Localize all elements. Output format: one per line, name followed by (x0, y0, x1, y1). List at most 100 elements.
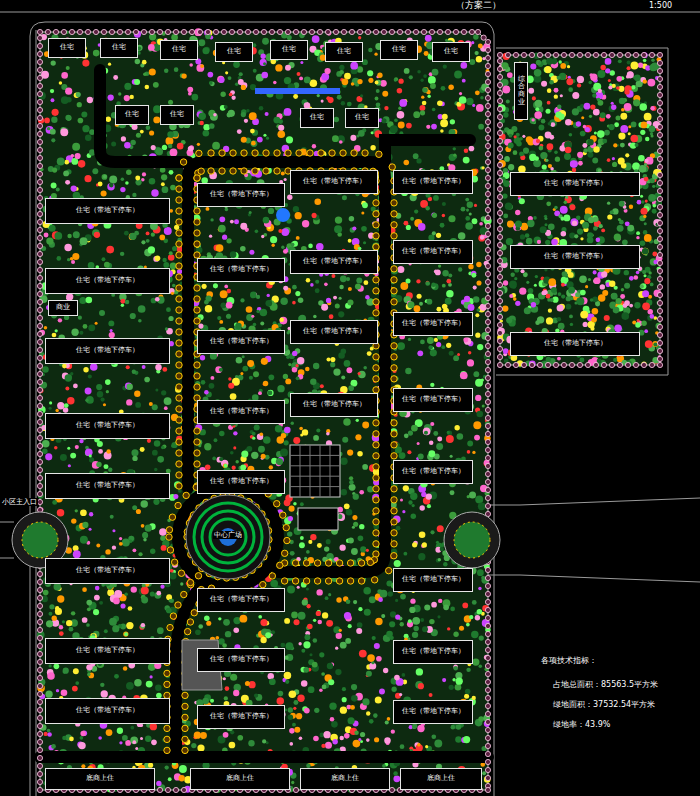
plant-dot (467, 202, 473, 208)
plant-dot (268, 208, 274, 214)
plant-dot (349, 480, 354, 485)
plant-dot (326, 620, 333, 627)
plant-dot (280, 449, 288, 457)
plant-dot (105, 549, 110, 554)
plant-dot (416, 279, 420, 283)
plant-dot (106, 246, 114, 254)
plant-dot (136, 133, 141, 138)
plant-dot (213, 283, 218, 288)
plant-dot (198, 324, 203, 329)
plant-dot (458, 267, 462, 271)
plant-dot (448, 215, 455, 222)
plant-dot (363, 366, 367, 370)
plant-dot (308, 540, 312, 544)
plant-dot (55, 409, 58, 412)
plant-dot (352, 515, 357, 520)
plant-dot (349, 484, 356, 491)
plant-dot (200, 355, 205, 360)
plant-dot (339, 297, 342, 300)
plant-dot (253, 69, 257, 73)
plant-dot (466, 98, 473, 105)
plant-dot (281, 172, 285, 176)
plant-dot (314, 708, 319, 713)
plant-dot (103, 175, 107, 179)
plant-dot (202, 284, 207, 289)
plant-dot (78, 742, 85, 749)
plant-dot (293, 700, 298, 705)
plant-dot (340, 458, 348, 466)
plant-dot (323, 731, 330, 738)
plant-dot (93, 609, 99, 615)
plant-dot (339, 70, 344, 75)
plant-dot (302, 429, 308, 435)
plant-dot (56, 689, 59, 692)
plant-dot (62, 620, 65, 623)
plant-dot (327, 663, 333, 669)
plant-dot (154, 468, 157, 471)
plant-dot (170, 569, 174, 573)
plant-dot (61, 96, 69, 104)
plant-dot (226, 238, 231, 243)
plant-dot (467, 441, 473, 447)
plant-dot (340, 275, 347, 282)
plant-dot (454, 425, 459, 430)
plant-dot (204, 390, 209, 395)
plant-dot (230, 451, 234, 455)
plant-dot (78, 316, 82, 320)
plant-dot (300, 502, 304, 506)
plant-dot (281, 246, 284, 249)
plant-dot (165, 327, 168, 330)
plant-dot (154, 440, 161, 447)
plant-dot (294, 619, 300, 625)
plant-dot (108, 320, 114, 326)
plant-dot (467, 450, 471, 454)
plant-dot (235, 82, 239, 86)
plant-dot (475, 313, 479, 317)
plant-dot (226, 314, 231, 319)
plant-dot (367, 70, 373, 76)
plant-dot (464, 694, 469, 699)
plant-dot (271, 630, 275, 634)
plant-dot (157, 627, 164, 634)
plant-dot (256, 310, 260, 314)
plant-dot (313, 638, 318, 643)
plant-dot (319, 688, 323, 692)
plant-dot (315, 280, 319, 284)
plant-dot (240, 246, 246, 252)
plant-dot (452, 678, 455, 681)
plant-dot (419, 302, 423, 306)
plant-dot (98, 736, 102, 740)
plant-dot (346, 367, 352, 373)
plant-dot (482, 404, 485, 407)
plant-dot (135, 747, 138, 750)
plant-dot (422, 87, 428, 93)
plant-dot (278, 691, 284, 697)
plant-dot (212, 142, 220, 150)
plant-dot (220, 302, 226, 308)
plant-dot (468, 351, 471, 354)
plant-dot (348, 239, 352, 243)
plant-dot (228, 76, 232, 80)
plant-dot (283, 286, 288, 291)
plant-dot (121, 303, 124, 306)
plant-dot (44, 326, 48, 330)
plant-dot (435, 269, 441, 275)
plant-dot (482, 771, 486, 775)
plant-dot (260, 322, 264, 326)
plant-dot (413, 153, 419, 159)
plant-dot (150, 549, 155, 554)
plant-dot (437, 615, 440, 618)
plant-dot (317, 620, 322, 625)
plant-dot (145, 85, 150, 90)
plant-dot (442, 214, 445, 217)
plant-dot (130, 140, 135, 145)
plant-dot (223, 619, 230, 626)
plant-dot (249, 250, 254, 255)
plant-dot (468, 264, 473, 269)
plant-dot (261, 54, 266, 59)
plant-dot (306, 604, 310, 608)
plant-dot (284, 672, 292, 680)
plant-dot (430, 530, 434, 534)
plant-dot (161, 174, 167, 180)
plant-dot (226, 302, 233, 309)
